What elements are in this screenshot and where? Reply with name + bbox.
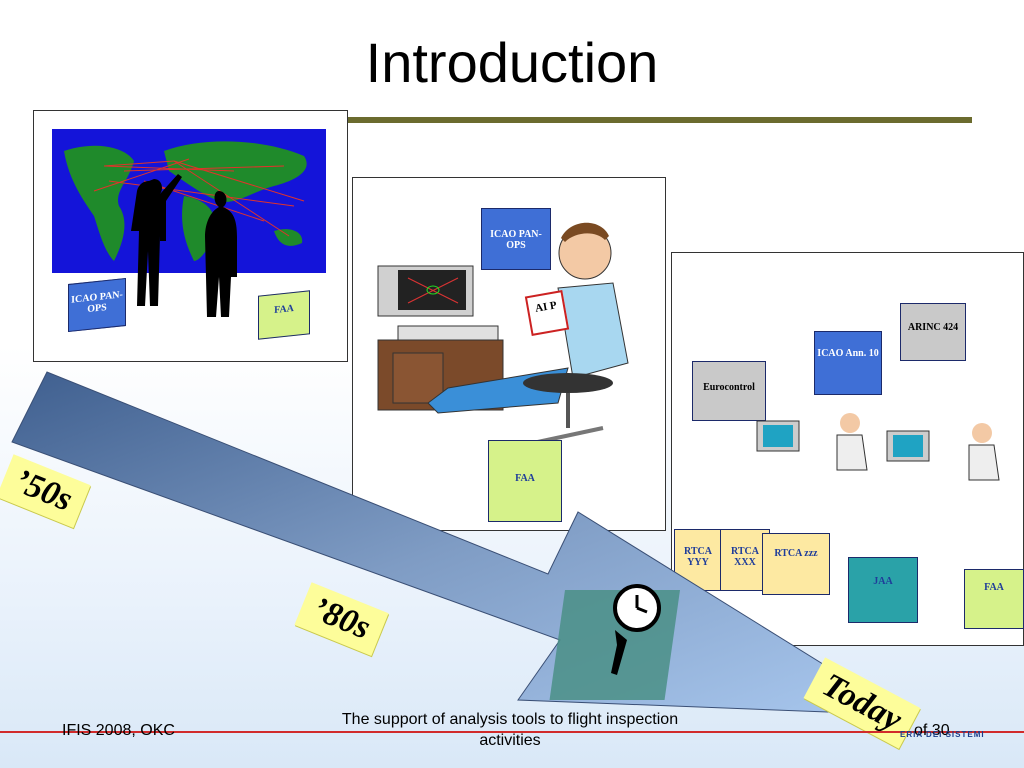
continent-americas [64,145,134,261]
era-label-80s: ’80s [294,582,389,656]
book-label: ICAO PAN-OPS [71,289,123,316]
page-number: of 30 [914,722,950,739]
book-rtca-zzz: RTCA zzz [762,533,830,595]
era-label-50s: ’50s [0,454,91,528]
book-jaa: JAA [848,557,918,623]
man-silhouette-left [131,174,182,306]
flight-routes [93,158,305,237]
book-icao-pan-ops: ICAO PAN-OPS [68,277,126,333]
book-faa: FAA [964,569,1024,629]
book-label: FAA [984,582,1004,593]
book-aip: AI P [524,290,570,336]
book-rtca-yyy: RTCA YYY [674,529,722,591]
book-label: AI P [534,299,558,315]
man-silhouette-right [205,191,237,317]
slide-title: Introduction [365,31,659,94]
panel-world-map: ICAO PAN-OPS FAA [33,110,348,362]
book-label: ARINC 424 [907,322,959,333]
book-label: ICAO PAN-OPS [490,229,542,251]
world-map-illustration [52,129,326,317]
book-label: JAA [873,576,893,587]
footer-left: IFIS 2008, OKC [62,722,175,739]
footer-rule [0,731,1024,733]
book-label: RTCA XXX [731,546,759,568]
book-arinc-424: ARINC 424 [900,303,966,361]
footer-center: The support of analysis tools to flight … [341,711,679,749]
company-logo: ERIA DEI SISTEMI [900,730,1024,744]
clock-figure [549,584,680,700]
book-icao-pan-ops: ICAO PAN-OPS [481,208,551,270]
title-rule [345,117,972,123]
book-faa: FAA [258,290,310,340]
keyboard [397,325,499,341]
book-label: FAA [515,473,535,484]
panel-standards: ICAO Ann. 10 ARINC 424 Eurocontrol RTCA … [671,252,1024,646]
book-label: RTCA YYY [684,546,712,568]
logo-text: ERIA DEI SISTEMI [900,730,985,739]
book-label: RTCA zzz [774,548,818,559]
book-label: FAA [274,302,294,317]
book-label: ICAO Ann. 10 [817,348,879,359]
torso [557,282,629,379]
panel-computer-user: ICAO PAN-OPS AI P FAA [352,177,666,531]
continent-eurasia [164,141,307,203]
continent-australia [274,229,303,246]
chair-seat [523,373,613,393]
book-faa: FAA [488,440,562,522]
